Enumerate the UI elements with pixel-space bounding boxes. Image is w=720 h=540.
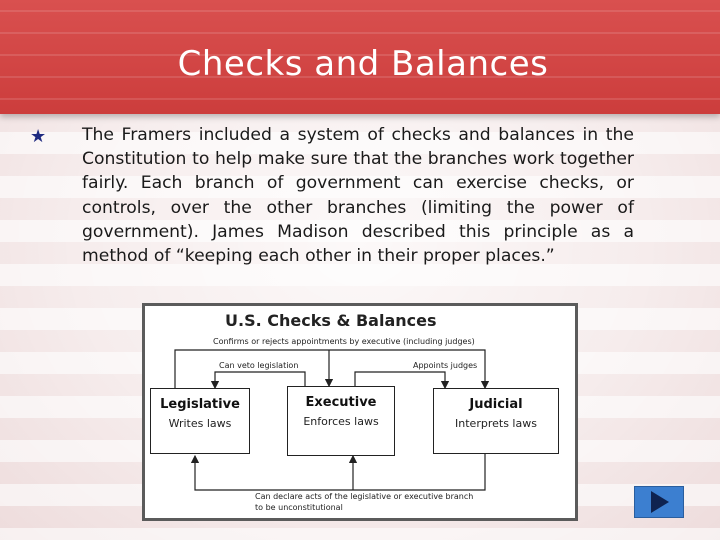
unconstitutional-label-line2: to be unconstitutional (255, 503, 343, 512)
next-slide-button[interactable] (634, 486, 684, 518)
slide-title: Checks and Balances (177, 44, 549, 84)
veto-label: Can veto legislation (219, 361, 299, 370)
executive-box: Executive Enforces laws (287, 386, 395, 456)
legislative-box: Legislative Writes laws (150, 388, 250, 454)
legislative-role: Writes laws (168, 417, 232, 430)
appoints-judges-label: Appoints judges (413, 361, 478, 370)
diagram-title: U.S. Checks & Balances (225, 311, 437, 330)
judicial-role: Interprets laws (455, 417, 537, 430)
diagram-arrows (174, 349, 490, 491)
judicial-name: Judicial (469, 397, 523, 412)
executive-name: Executive (305, 395, 377, 410)
star-icon: ★ (30, 126, 47, 147)
checks-balances-diagram: U.S. Checks & Balances Confirms or rejec… (142, 303, 578, 521)
title-bar: Checks and Balances (0, 0, 720, 114)
executive-role: Enforces laws (303, 415, 379, 428)
legislative-name: Legislative (160, 397, 240, 412)
slide-paragraph: The Framers included a system of checks … (82, 125, 634, 267)
play-next-icon (651, 491, 669, 513)
unconstitutional-label-line1: Can declare acts of the legislative or e… (255, 492, 474, 501)
judicial-box: Judicial Interprets laws (433, 388, 559, 454)
confirm-appointments-label: Confirms or rejects appointments by exec… (213, 337, 475, 346)
